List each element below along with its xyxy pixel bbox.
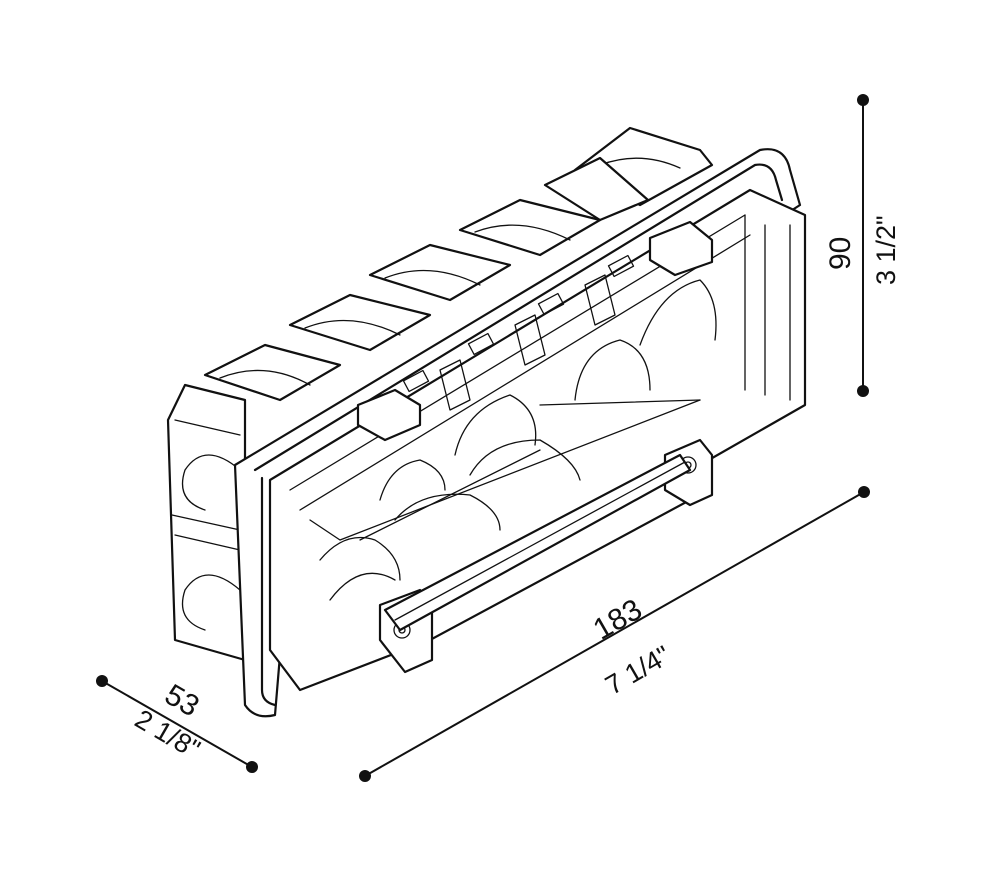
width-metric-label: 183: [588, 593, 648, 647]
height-metric-label: 90: [824, 237, 857, 270]
dimension-depth: 53 2 1/8": [96, 675, 258, 773]
height-imperial-label: 3 1/2": [871, 215, 901, 285]
rear-knockout-modules: [203, 126, 714, 402]
box-inner: [268, 188, 807, 692]
box-left-end: [166, 383, 247, 662]
dimension-height: 90 3 1/2": [824, 94, 901, 397]
width-imperial-label: 7 1/4": [600, 640, 675, 701]
front-rail: [383, 453, 692, 632]
